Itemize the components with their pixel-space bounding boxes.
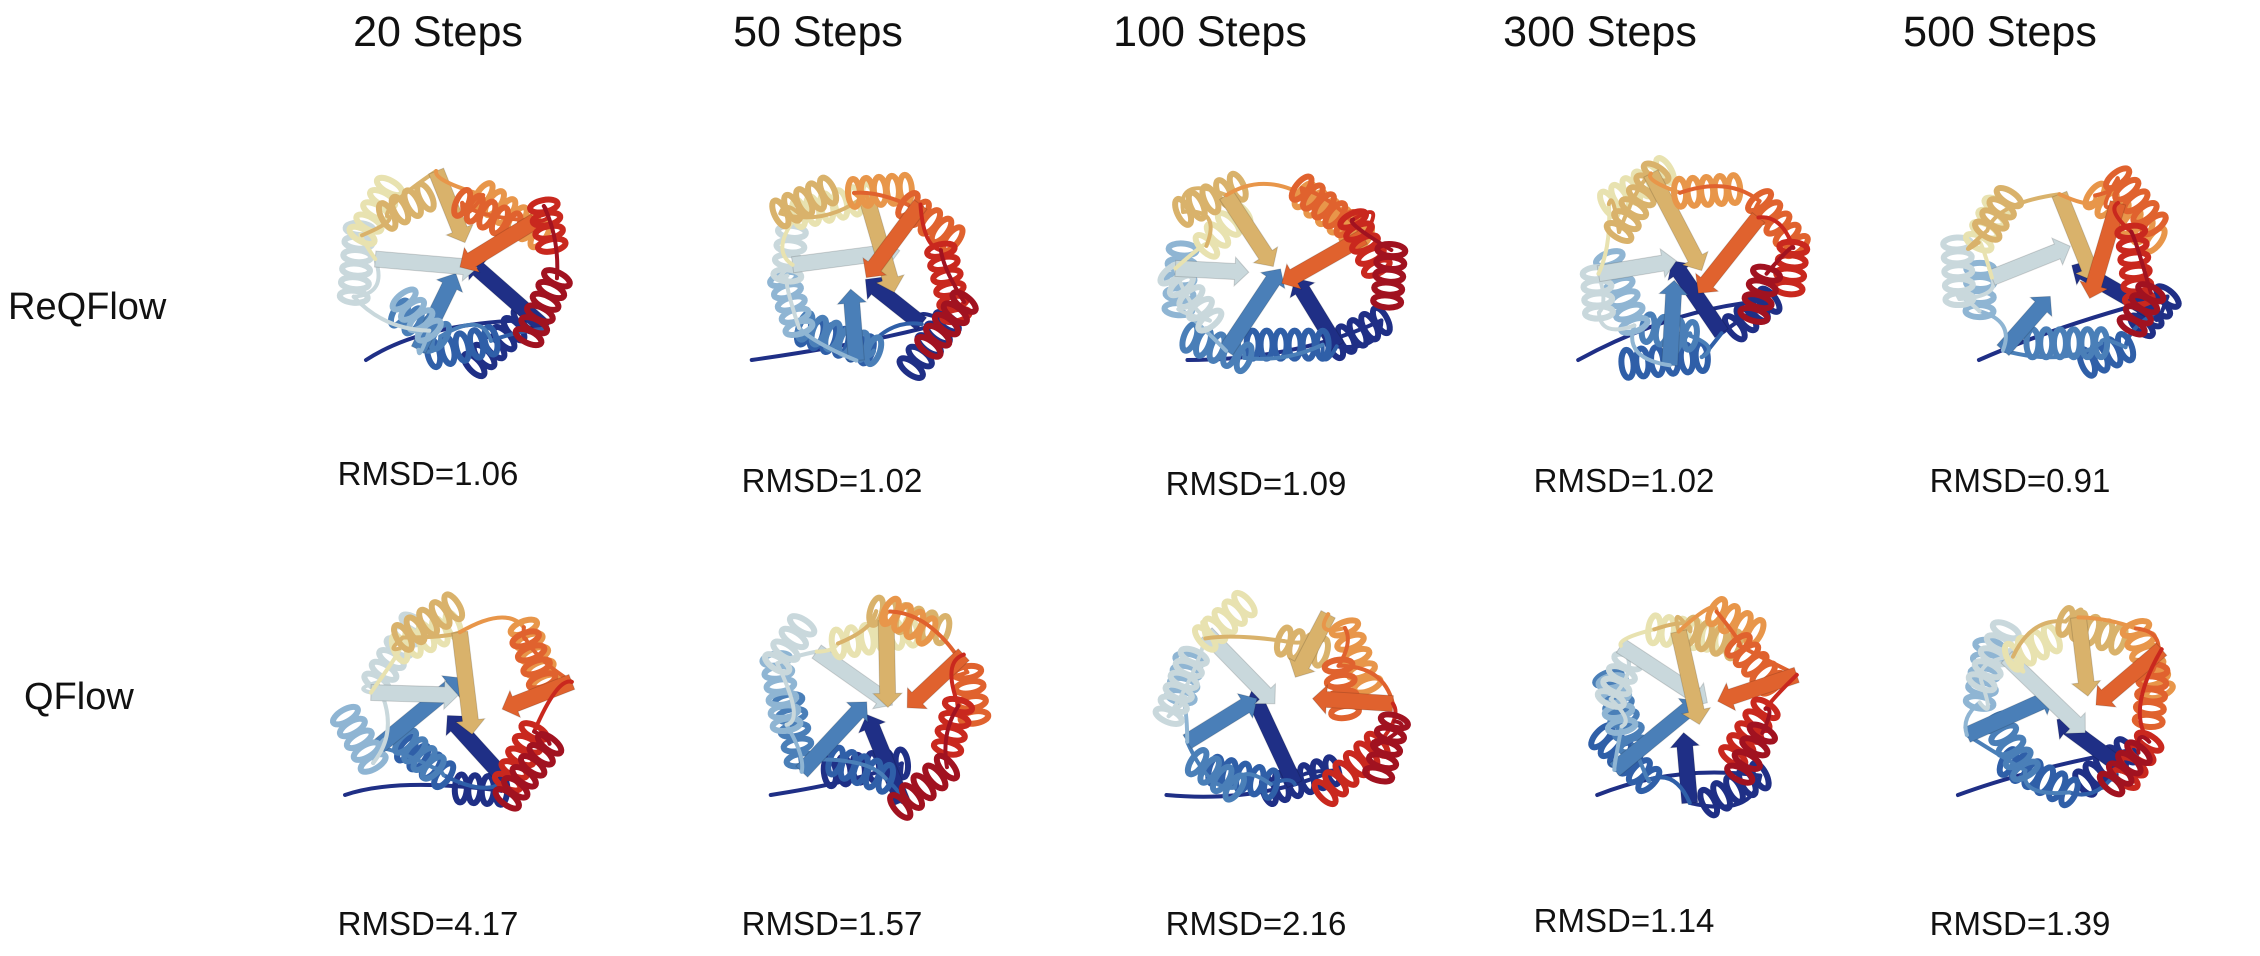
protein-structure-image — [1576, 155, 1811, 381]
protein-structure-image — [1940, 165, 2182, 379]
protein-structure-image — [1588, 596, 1800, 819]
protein-structure-image — [329, 591, 576, 812]
protein-structure-image — [1157, 170, 1409, 375]
column-header-50-steps: 50 Steps — [733, 8, 903, 56]
row-label-qflow: QFlow — [24, 676, 134, 718]
rmsd-label: RMSD=1.06 — [337, 455, 519, 492]
column-header-100-steps: 100 Steps — [1113, 8, 1307, 56]
rmsd-label: RMSD=4.17 — [337, 905, 519, 942]
rmsd-label: RMSD=1.39 — [1929, 905, 2111, 942]
rmsd-label: RMSD=1.14 — [1533, 902, 1715, 939]
column-header-300-steps: 300 Steps — [1503, 8, 1697, 56]
protein-structure-image — [1152, 589, 1411, 808]
rmsd-label: RMSD=2.16 — [1165, 905, 1347, 942]
protein-structure-image — [749, 171, 979, 381]
rmsd-label: RMSD=1.02 — [741, 462, 923, 499]
protein-structure-image — [336, 167, 573, 380]
rmsd-label: RMSD=1.09 — [1165, 465, 1347, 502]
rmsd-label: RMSD=0.91 — [1929, 462, 2111, 499]
column-header-500-steps: 500 Steps — [1903, 8, 2097, 56]
protein-structure-image — [1955, 605, 2176, 809]
rmsd-label: RMSD=1.57 — [741, 905, 923, 942]
column-header-20-steps: 20 Steps — [353, 8, 523, 56]
protein-structure-image — [759, 594, 992, 821]
row-label-reqflow: ReQFlow — [8, 286, 167, 328]
rmsd-label: RMSD=1.02 — [1533, 462, 1715, 499]
